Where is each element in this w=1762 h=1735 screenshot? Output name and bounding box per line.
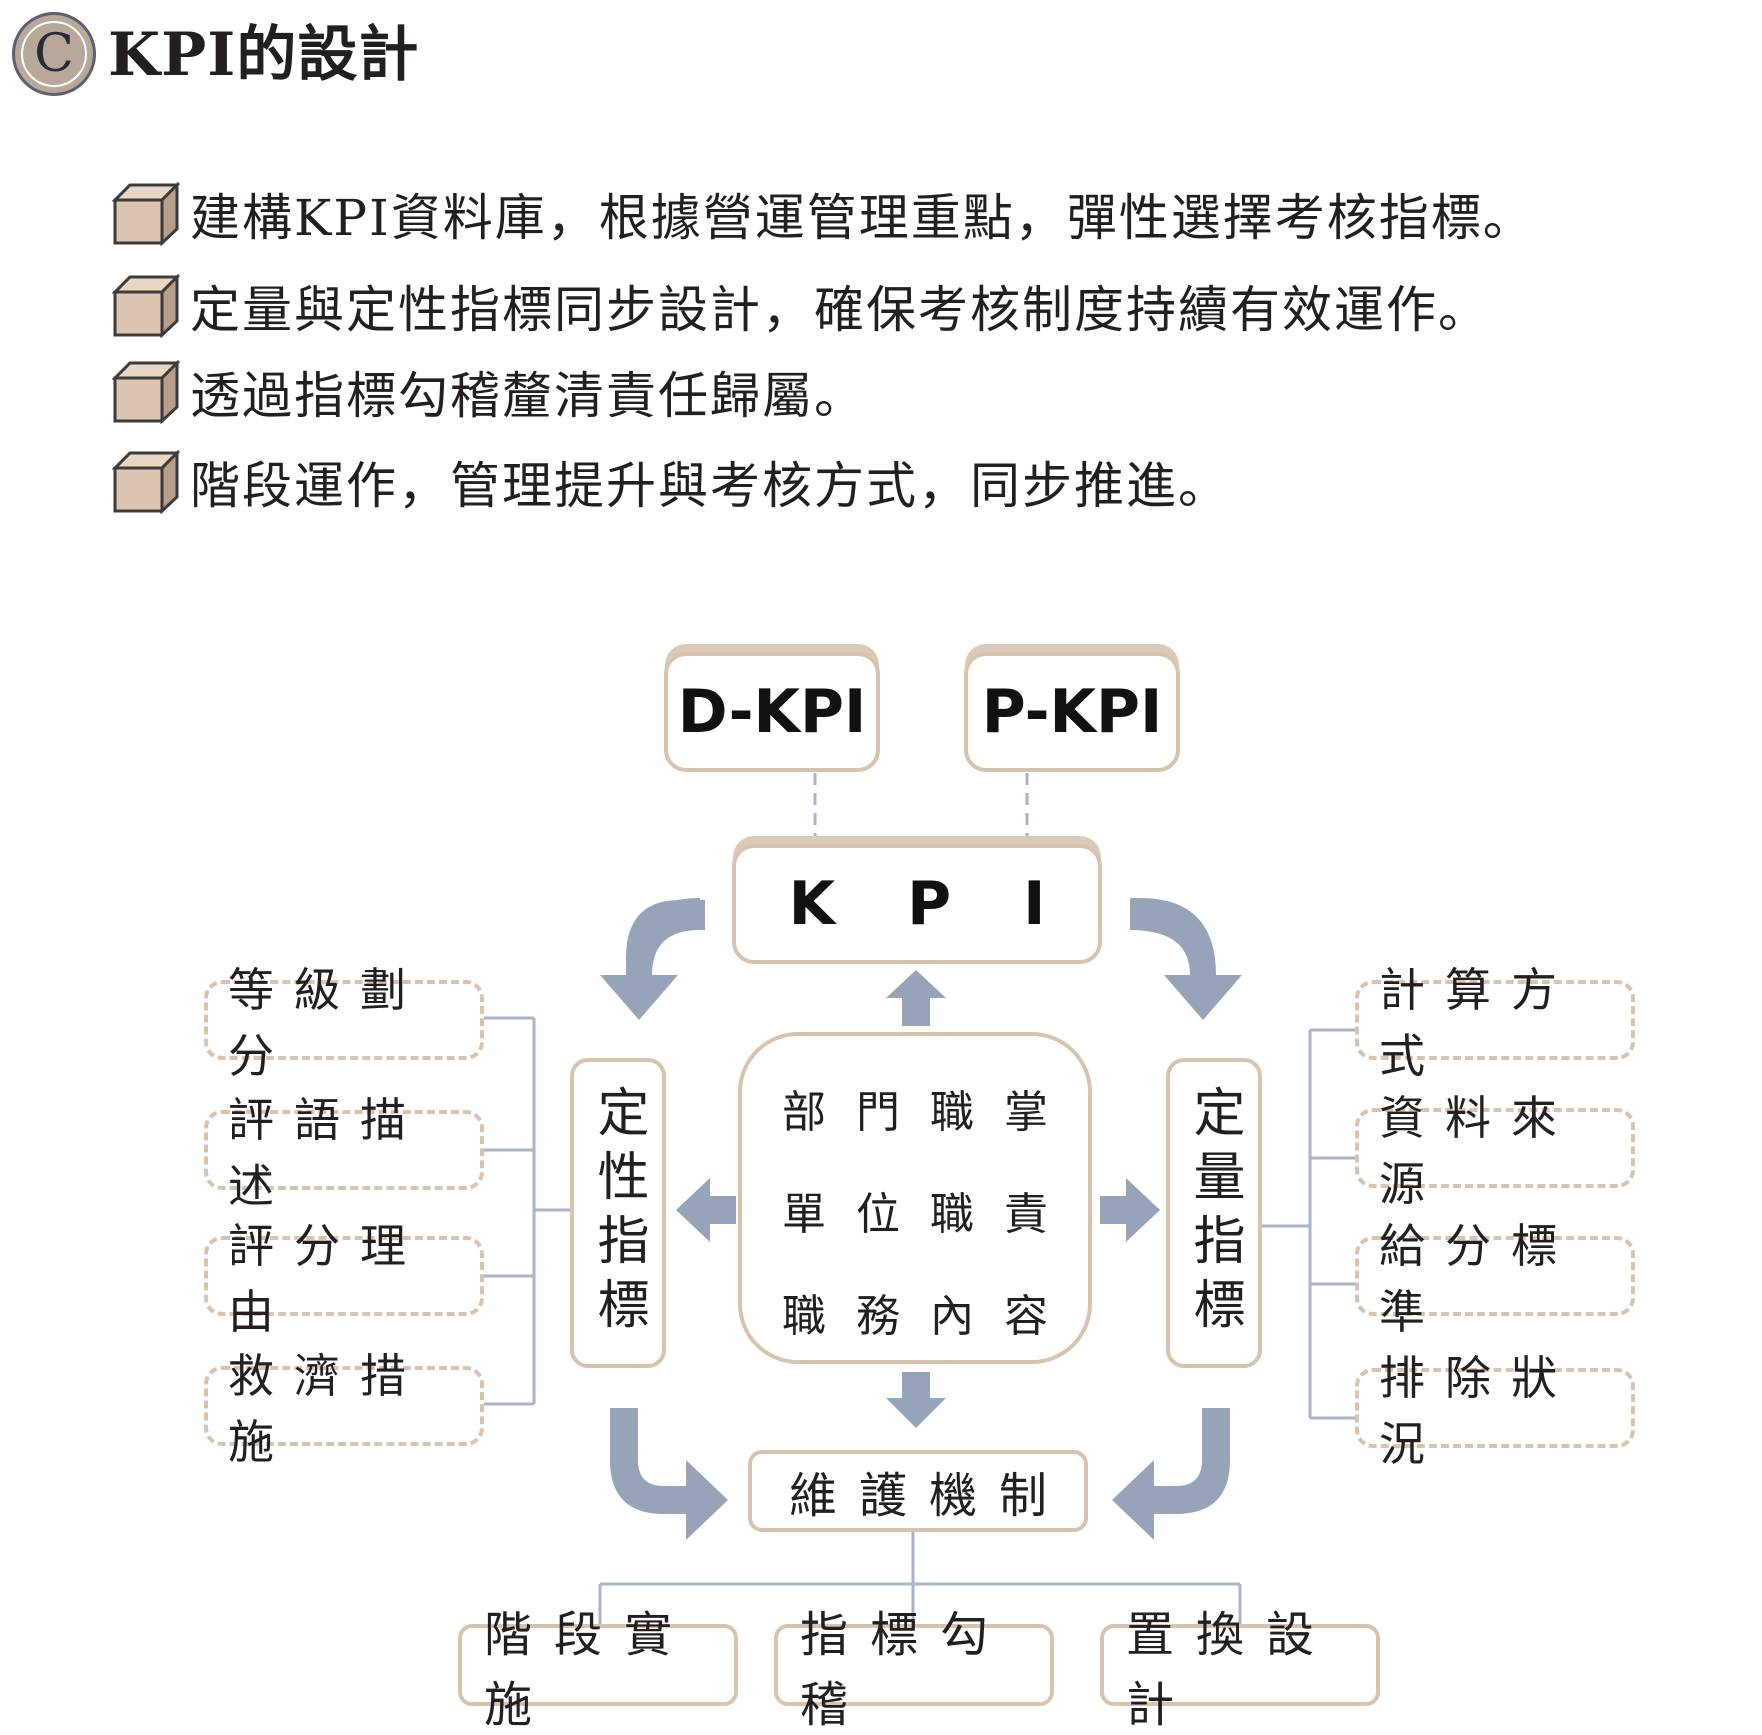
section-badge: C [12,12,96,96]
bullet-item: 透過指標勾稽釐清責任歸屬。 [112,356,866,428]
right-item: 計算方式 [1355,963,1635,1083]
p-kpi-label: P-KPI [981,677,1163,747]
bullet-text: 階段運作，管理提升與考核方式，同步推進。 [190,457,1230,515]
p-kpi-box: P-KPI [964,652,1180,772]
center-line: 部門職掌 [782,1087,1078,1138]
arrow-down-icon [886,1372,946,1428]
right-bracket [1262,1028,1355,1420]
bullet-item: 建構KPI資料庫，根據營運管理重點，彈性選擇考核指標。 [112,178,1535,250]
bullet-item: 定量與定性指標同步設計，確保考核制度持續有效運作。 [112,270,1490,342]
d-kpi-box: D-KPI [664,652,880,772]
left-item: 等級劃分 [204,963,484,1083]
qualitative-indicator-box: 定性指標 [570,1058,666,1368]
curved-arrow-right [1130,898,1242,1020]
cube-icon [112,360,180,424]
left-item: 救濟措施 [204,1349,484,1469]
bottom-tree [598,1530,1242,1624]
page-title: KPI的設計 [108,20,420,90]
bullet-text: 建構KPI資料庫，根據營運管理重點，彈性選擇考核指標。 [190,189,1535,247]
center-line: 職務內容 [782,1291,1078,1342]
left-item: 評分理由 [204,1219,484,1339]
right-item: 資料來源 [1355,1091,1635,1211]
right-item: 排除狀況 [1355,1351,1635,1471]
bottom-item: 指標勾稽 [774,1607,1054,1733]
center-box: 部門職掌 單位職責 職務內容 [738,1032,1092,1364]
curved-arrow-bottom-right [1112,1408,1230,1540]
curved-arrow-bottom-left [610,1408,728,1540]
center-line: 單位職責 [782,1189,1078,1240]
arrow-right-icon [1100,1178,1160,1242]
qualitative-indicator-label: 定性指標 [588,1085,648,1341]
kpi-box: KPI [732,844,1102,964]
bottom-item: 階段實施 [458,1607,738,1733]
section-badge-letter: C [21,21,87,87]
cube-icon [112,182,180,246]
left-bracket [484,1016,570,1406]
quantitative-indicator-label: 定量指標 [1184,1085,1244,1341]
cube-icon [112,450,180,514]
bullet-text: 透過指標勾稽釐清責任歸屬。 [190,367,866,425]
kpi-label: KPI [788,869,1118,939]
arrow-up-icon [886,970,946,1026]
bullet-text: 定量與定性指標同步設計，確保考核制度持續有效運作。 [190,281,1490,339]
cube-icon [112,274,180,338]
d-kpi-label: D-KPI [677,677,867,747]
bullet-item: 階段運作，管理提升與考核方式，同步推進。 [112,446,1230,518]
right-item: 給分標準 [1355,1219,1635,1339]
maintenance-box: 維護機制 [748,1450,1088,1532]
curved-arrow-left [600,898,705,1020]
quantitative-indicator-box: 定量指標 [1166,1058,1262,1368]
arrow-left-icon [676,1178,736,1242]
bottom-item: 置換設計 [1100,1607,1380,1733]
left-item: 評語描述 [204,1093,484,1213]
